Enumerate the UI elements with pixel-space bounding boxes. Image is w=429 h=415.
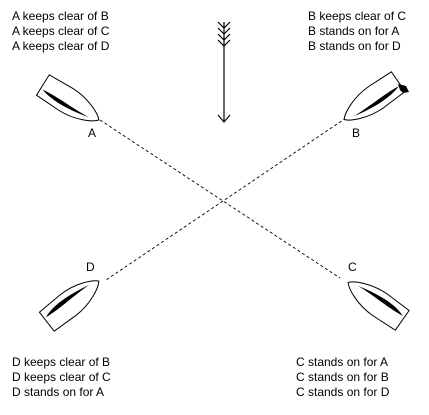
boat-b-flag-icon (398, 84, 409, 93)
boat-b-rule: B stands on for A (308, 24, 400, 38)
boat-a-rule: A keeps clear of D (12, 39, 110, 53)
boat-d-rule: D keeps clear of C (12, 370, 111, 384)
boat-c-rule: C stands on for D (296, 385, 390, 399)
boat-c-label: C (348, 260, 357, 274)
boat-c-rules: C stands on for A C stands on for B C st… (296, 355, 389, 400)
boat-b-sailboat-icon (336, 70, 407, 131)
boat-a-sailboat-icon (35, 73, 107, 132)
course-line-b-d (105, 117, 347, 281)
boat-b-label: B (352, 126, 360, 140)
boat-a-label: A (88, 126, 96, 140)
boat-c-rule: C stands on for B (296, 370, 389, 384)
boat-d-rule: D keeps clear of B (12, 355, 111, 369)
boat-a-rule: A keeps clear of C (12, 24, 110, 38)
boat-a-rules: A keeps clear of B A keeps clear of C A … (12, 9, 109, 54)
boat-d-rules: D keeps clear of B D keeps clear of C D … (12, 355, 111, 400)
boat-d-label: D (86, 260, 95, 274)
boat-b-rule: B keeps clear of C (308, 9, 407, 23)
boat-d-sailboat-icon (38, 270, 108, 333)
boat-c-rule: C stands on for A (296, 355, 389, 369)
boat-a-rule: A keeps clear of B (12, 9, 109, 23)
boat-b-rules: B keeps clear of C B stands on for A B s… (308, 9, 406, 54)
boat-d-rule: D stands on for A (12, 385, 105, 399)
course-line-a-c (99, 119, 341, 279)
boat-b-rule: B stands on for D (308, 39, 401, 53)
boat-c-sailboat-icon (340, 271, 411, 332)
wind-arrow-icon (217, 21, 231, 123)
